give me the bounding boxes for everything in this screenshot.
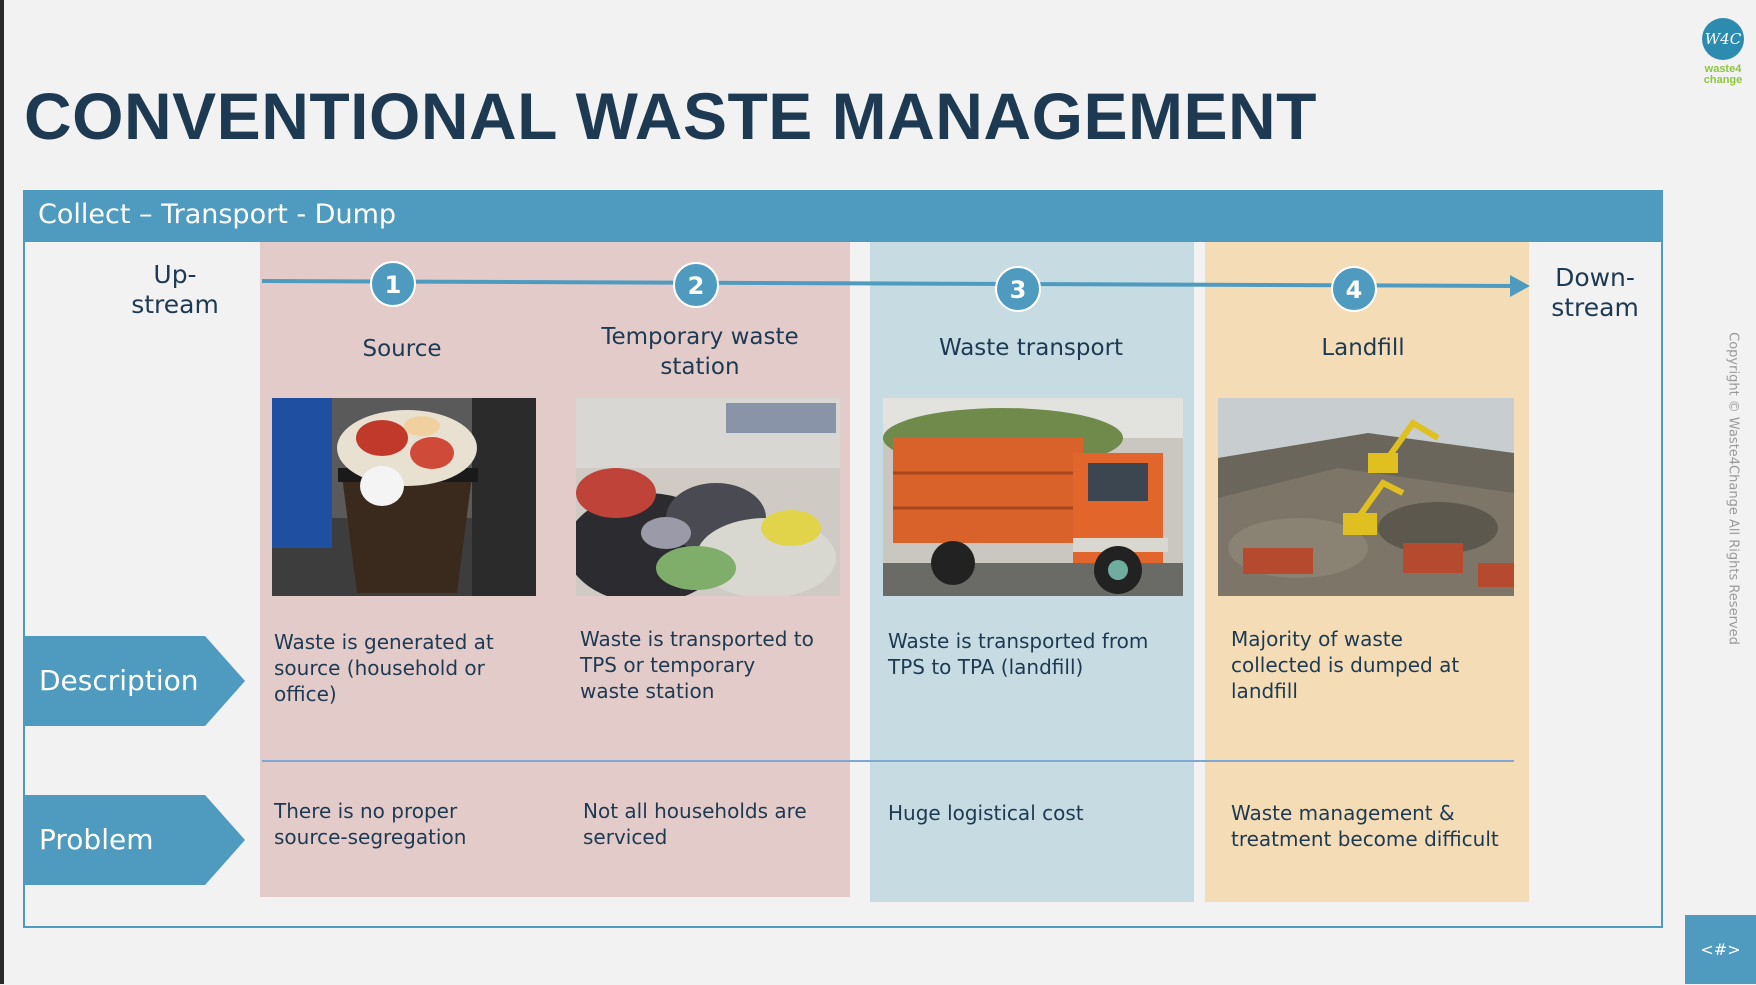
downstream-label-line1: Down-	[1555, 263, 1635, 292]
problem-row-label: Problem	[23, 795, 245, 885]
problem-label: Problem	[39, 823, 154, 856]
upstream-label: Up- stream	[110, 260, 240, 320]
page-number: <#>	[1685, 915, 1756, 984]
flow-arrowhead	[1510, 275, 1530, 297]
garbage-truck-photo	[883, 398, 1183, 596]
waste-pile-photo	[576, 398, 840, 596]
step-marker-4: 4	[1331, 266, 1377, 312]
stage-description: Majority of waste collected is dumped at…	[1231, 627, 1460, 703]
logo-mark: W4C	[1702, 18, 1744, 60]
header-band	[23, 190, 1663, 242]
stage-title-waste-transport: Waste transport	[938, 335, 1124, 361]
logo-wordmark-line1: waste4	[1704, 63, 1742, 75]
landfill-photo	[1218, 398, 1514, 596]
trash-bin-photo	[272, 398, 536, 596]
upstream-label-line2: stream	[131, 290, 219, 319]
waste4change-logo: W4C waste4 change	[1693, 18, 1753, 90]
upstream-label-line1: Up-	[153, 260, 197, 289]
stage-title-landfill: Landfill	[1321, 335, 1405, 361]
stage-title-temporary-station: Temporary waste station	[601, 324, 799, 380]
downstream-label: Down- stream	[1530, 263, 1660, 323]
copyright-text: Copyright © Waste4Change All Rights Rese…	[1725, 332, 1741, 645]
row-divider	[262, 760, 1514, 762]
stage-title-source: Source	[362, 336, 442, 362]
step-number-2: 2	[688, 272, 705, 300]
step-number-4: 4	[1346, 276, 1363, 304]
downstream-label-line2: stream	[1551, 293, 1639, 322]
logo-wordmark-line2: change	[1703, 74, 1743, 86]
stage-problem: Huge logistical cost	[888, 801, 1084, 825]
step-number-1: 1	[385, 271, 402, 299]
stage-description: Waste is generated at source (household …	[274, 630, 494, 706]
stage-problem: Not all households are serviced	[583, 799, 807, 849]
header-label: Collect – Transport - Dump	[38, 199, 397, 230]
window-edge	[0, 0, 4, 984]
stage-description: Waste is transported from TPS to TPA (la…	[888, 629, 1149, 679]
step-marker-2: 2	[673, 262, 719, 308]
copyright-notice: Copyright © Waste4Change All Rights Rese…	[1718, 326, 1741, 656]
description-row-label: Description	[23, 636, 245, 726]
stage-description: Waste is transported to TPS or temporary…	[580, 627, 814, 703]
step-marker-3: 3	[995, 266, 1041, 312]
slide-title: CONVENTIONAL WASTE MANAGEMENT	[24, 79, 1317, 153]
step-marker-1: 1	[370, 261, 416, 307]
step-number-3: 3	[1010, 276, 1027, 304]
logo-wordmark: waste4 change	[1693, 64, 1753, 86]
stage-problem: There is no proper source-segregation	[274, 799, 467, 849]
stage-problem: Waste management & treatment become diff…	[1231, 801, 1499, 851]
description-label: Description	[39, 664, 199, 697]
flow-line	[261, 279, 1516, 288]
